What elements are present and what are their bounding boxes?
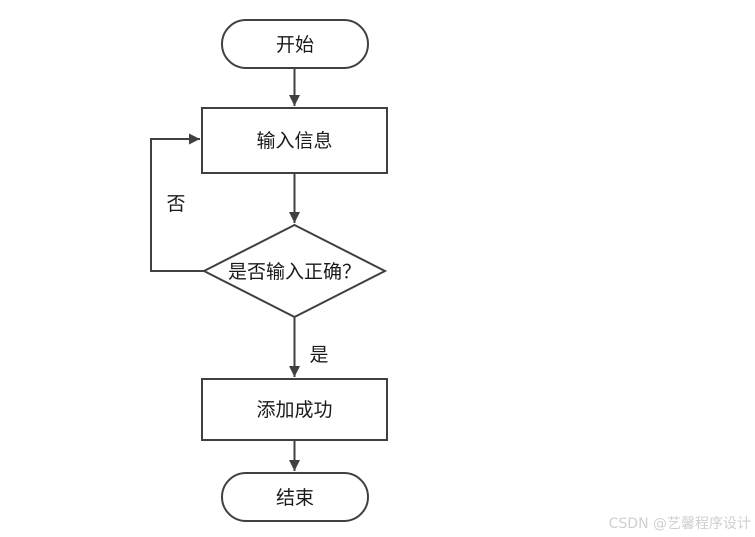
success-node-label: 添加成功 — [256, 399, 332, 421]
input-node-label: 输入信息 — [256, 130, 332, 152]
decision-node-label: 是否输入正确？ — [228, 261, 361, 283]
edge-decision-no-loop — [150, 133, 204, 272]
edge-label-no: 否 — [166, 193, 185, 215]
edge-label-yes: 是 — [309, 344, 328, 366]
decision-node — [201, 223, 388, 319]
success-node — [201, 378, 388, 441]
end-node-label: 结束 — [276, 487, 314, 509]
start-node-label: 开始 — [276, 34, 314, 56]
input-node — [201, 107, 388, 174]
end-node — [221, 472, 369, 522]
start-node — [221, 19, 369, 69]
watermark: CSDN @艺馨程序设计 — [609, 516, 751, 532]
